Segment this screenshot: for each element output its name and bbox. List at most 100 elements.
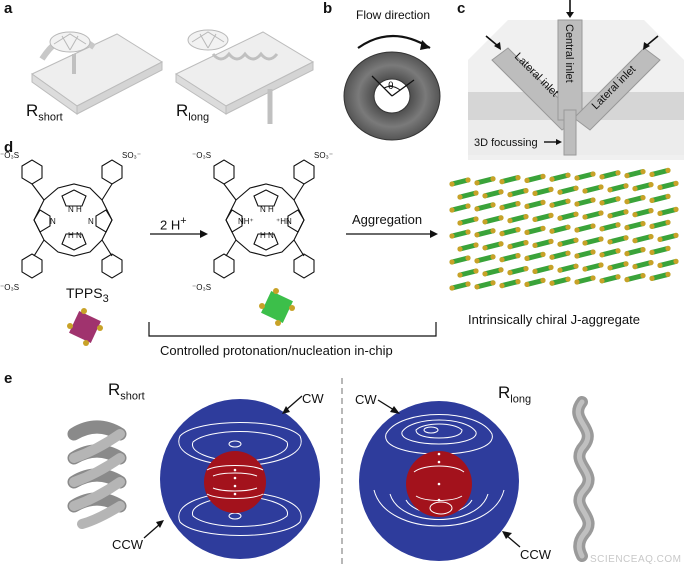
aggregate-stick [507, 266, 529, 276]
short-helix-tube [67, 420, 127, 529]
aggregate-stick [524, 199, 546, 209]
aggregate-stick [507, 214, 529, 224]
aggregate-stick [599, 170, 621, 180]
aggregate-stick [507, 240, 529, 250]
aggregate-stick [607, 183, 629, 193]
focusing-label: 3D focussing [474, 137, 538, 149]
so3-top-right: SO₃⁻ [122, 151, 141, 160]
aggregate-stick [549, 250, 571, 260]
aggregate-stick [657, 232, 679, 242]
ccw-right-label: CCW [520, 547, 552, 562]
aggregate-stick [457, 190, 479, 200]
aggregate-stick [574, 249, 596, 259]
n-right: N [88, 217, 94, 226]
aggregate-stick [574, 223, 596, 233]
so3-top-left: ⁻O₃S [0, 151, 19, 160]
aggregate-stick [657, 258, 679, 268]
aggregate-stick [532, 264, 554, 274]
aggregate-stick [649, 193, 671, 203]
chip-long-label: Rlong [176, 101, 210, 124]
hn-bottom-2: H N [260, 231, 274, 240]
protonation-label: 2 H+ [160, 215, 187, 233]
aggregate-stick [499, 279, 521, 289]
hn-bottom: H N [68, 231, 82, 240]
aggregate-stick [499, 253, 521, 263]
chip-long-illustration [174, 29, 315, 124]
rshort-label: Rshort [108, 380, 145, 403]
aggregate-stick [499, 175, 521, 185]
aggregate-stick [549, 276, 571, 286]
torus-cross-section: θ [343, 34, 441, 141]
aggregate-stick [482, 267, 504, 277]
aggregate-stick [632, 182, 654, 192]
aggregate-stick [582, 236, 604, 246]
rlong-label: Rlong [498, 383, 532, 406]
aggregate-stick [649, 167, 671, 177]
aggregate-stick [607, 209, 629, 219]
aggregate-stick [524, 277, 546, 287]
aggregate-stick [449, 203, 471, 213]
so3-bottom-left-2: ⁻O₃S [192, 283, 211, 292]
theta-symbol: θ [388, 81, 394, 92]
aggregate-stick [532, 238, 554, 248]
nh-top: N H [68, 205, 82, 214]
aggregate-stick [632, 260, 654, 270]
aggregate-stick [574, 275, 596, 285]
aggregate-stick [532, 212, 554, 222]
aggregate-stick [582, 184, 604, 194]
so3-top-left-2: ⁻O₃S [192, 151, 211, 160]
tpps3-label: TPPS3 [66, 285, 109, 305]
aggregate-stick [474, 228, 496, 238]
aggregate-stick [599, 274, 621, 284]
aggregate-stick [649, 271, 671, 281]
nh-plus-left: NH⁺ [238, 217, 254, 226]
aggregate-stick [482, 241, 504, 251]
aggregate-stick [624, 247, 646, 257]
cw-left-label: CW [302, 391, 324, 406]
green-square-icon [259, 288, 295, 326]
cw-left-arrow [282, 395, 303, 414]
aggregate-stick [482, 215, 504, 225]
cw-right-label: CW [355, 392, 377, 407]
aggregate-stick [499, 201, 521, 211]
nh-top-2: N H [260, 205, 274, 214]
long-helix-tube [572, 396, 595, 562]
aggregate-stick [582, 262, 604, 272]
panel-letter-b: b [323, 0, 333, 17]
aggregate-stick [632, 234, 654, 244]
aggregate-stick [474, 202, 496, 212]
aggregate-stick [657, 206, 679, 216]
aggregate-stick [474, 176, 496, 186]
aggregate-stick [574, 171, 596, 181]
bracket-label: Controlled protonation/nucleation in-chi… [160, 343, 393, 358]
ccw-left-label: CCW [112, 537, 144, 552]
aggregate-stick [657, 180, 679, 190]
aggregate-stick [549, 198, 571, 208]
watermark-text: SCIENCEAQ.COM [590, 554, 682, 565]
panel-letter-e: e [4, 370, 13, 387]
aggregate-stick [582, 210, 604, 220]
aggregate-stick [549, 224, 571, 234]
chip-short-illustration [31, 31, 164, 115]
aggregate-stick [557, 185, 579, 195]
aggregate-stick [524, 173, 546, 183]
aggregate-stick [549, 172, 571, 182]
flow-arrow [357, 34, 431, 49]
ccw-right-arrow [502, 531, 521, 548]
n-left: N [50, 217, 56, 226]
aggregate-stick [607, 235, 629, 245]
aggregate-stick [449, 281, 471, 291]
aggregate-stick [557, 263, 579, 273]
panel-letter-d: d [4, 139, 14, 156]
aggregate-stick [624, 195, 646, 205]
aggregate-stick [524, 225, 546, 235]
aggregate-stick [449, 255, 471, 265]
aggregate-stick [607, 261, 629, 271]
so3-top-right-2: SO₃⁻ [314, 151, 333, 160]
aggregate-stick [457, 242, 479, 252]
chip-short-label: Rshort [26, 101, 63, 124]
aggregate-stick [624, 221, 646, 231]
aggregate-stick [649, 219, 671, 229]
magenta-square-icon [67, 308, 103, 346]
panel-letter-a: a [4, 0, 13, 17]
